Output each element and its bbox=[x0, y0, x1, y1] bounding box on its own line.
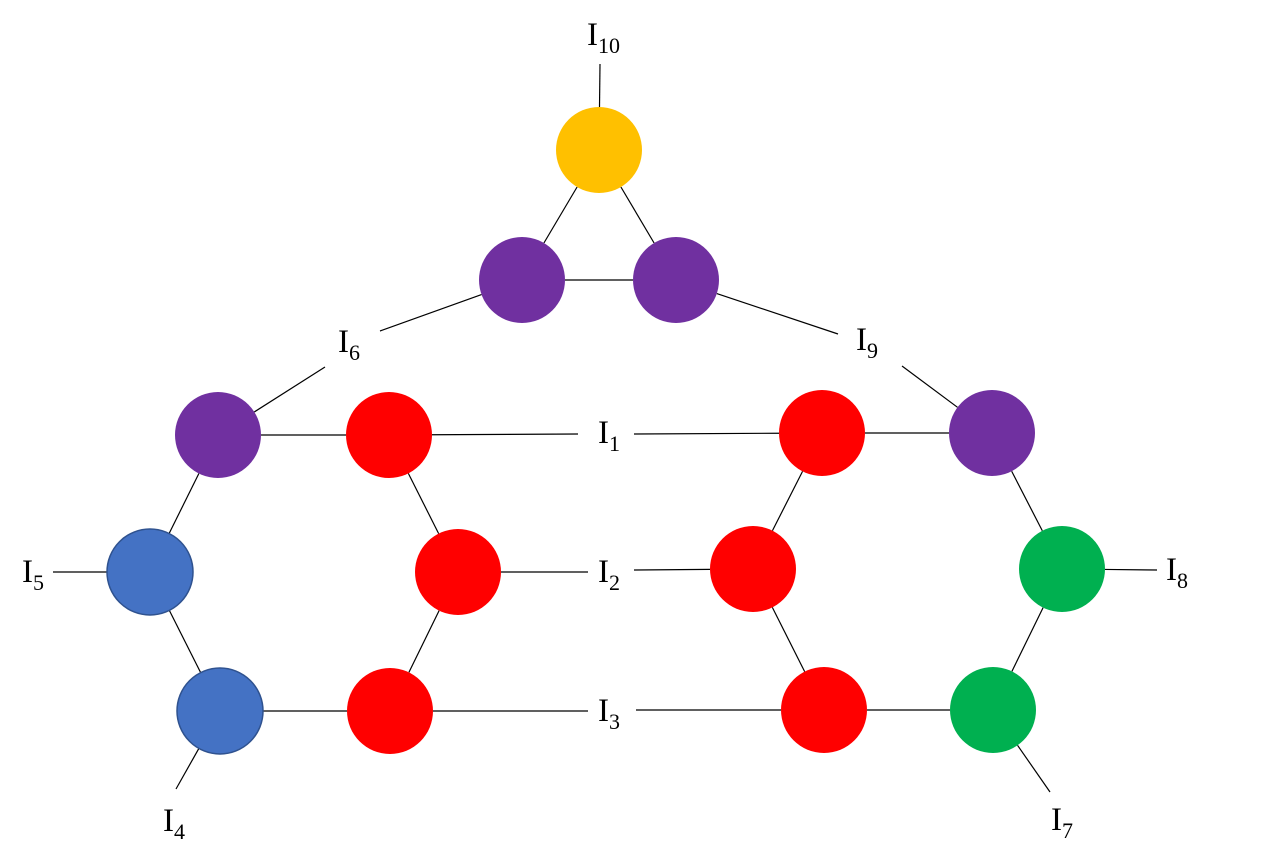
label-i9-subscript: 9 bbox=[867, 338, 878, 363]
label-i3-main: I bbox=[598, 693, 609, 729]
label-i4-main: I bbox=[163, 803, 174, 839]
node-right-bot-left bbox=[781, 667, 867, 753]
node-left-bot-left bbox=[176, 667, 264, 755]
label-i6-main: I bbox=[338, 324, 349, 360]
node-tri-right bbox=[633, 237, 719, 323]
label-i1-main: I bbox=[598, 415, 609, 451]
node-left-top-right bbox=[346, 392, 432, 478]
edge-i1-right-top-left bbox=[633, 432, 780, 435]
label-i7-subscript: 7 bbox=[1062, 818, 1073, 843]
edge-right-top-right-right-mid-right bbox=[1011, 470, 1043, 532]
edge-i6-left-top-left bbox=[253, 366, 326, 413]
node-left-bot-right bbox=[347, 668, 433, 754]
node-left-mid-right bbox=[415, 529, 501, 615]
edge-i9-tri-right bbox=[716, 293, 839, 335]
label-i1: I1 bbox=[598, 415, 620, 456]
label-i3-subscript: 3 bbox=[609, 709, 620, 734]
label-i5-subscript: 5 bbox=[33, 570, 44, 595]
label-i6: I6 bbox=[338, 324, 360, 365]
edge-i4-left-bot-left bbox=[175, 748, 200, 790]
label-i8: I8 bbox=[1166, 552, 1188, 593]
label-i10: I10 bbox=[587, 17, 620, 58]
edge-i9-right-top-right bbox=[901, 365, 958, 408]
edge-left-bot-left-left-mid-left bbox=[168, 610, 202, 673]
edge-top-tri-right bbox=[620, 186, 655, 244]
label-i2: I2 bbox=[598, 554, 620, 595]
label-i5: I5 bbox=[22, 554, 44, 595]
node-left-mid-left bbox=[106, 528, 194, 616]
edge-left-mid-right-left-bot-right bbox=[408, 610, 440, 673]
node-right-bot-right bbox=[950, 667, 1036, 753]
label-i4-subscript: 4 bbox=[174, 819, 185, 844]
edge-i8-right-mid-right bbox=[1104, 568, 1158, 571]
edge-i7-right-bot-right bbox=[1017, 744, 1051, 793]
label-i7: I7 bbox=[1051, 802, 1073, 843]
label-i2-subscript: 2 bbox=[609, 570, 620, 595]
label-i8-main: I bbox=[1166, 552, 1177, 588]
label-i8-subscript: 8 bbox=[1177, 568, 1188, 593]
edge-layer bbox=[53, 63, 1158, 793]
label-i10-subscript: 10 bbox=[598, 33, 620, 58]
label-i3: I3 bbox=[598, 693, 620, 734]
label-i1-subscript: 1 bbox=[609, 431, 620, 456]
node-top bbox=[556, 107, 642, 193]
edge-i6-tri-left bbox=[379, 293, 482, 332]
label-i6-subscript: 6 bbox=[349, 340, 360, 365]
edge-i2-right-mid-left bbox=[633, 568, 711, 571]
edge-i1-left-top-right bbox=[431, 433, 579, 436]
edge-top-tri-left bbox=[543, 186, 578, 244]
node-left-top-left bbox=[175, 392, 261, 478]
node-right-mid-right bbox=[1019, 526, 1105, 612]
edge-i10-top bbox=[598, 63, 601, 108]
edge-right-mid-left-right-top-left bbox=[771, 471, 804, 531]
edge-right-mid-right-right-bot-right bbox=[1011, 607, 1044, 672]
label-i7-main: I bbox=[1051, 802, 1062, 838]
label-i10-main: I bbox=[587, 17, 598, 53]
node-tri-left bbox=[479, 237, 565, 323]
edge-right-bot-left-right-mid-left bbox=[771, 607, 806, 672]
label-i9: I9 bbox=[856, 322, 878, 363]
label-i5-main: I bbox=[22, 554, 33, 590]
node-layer bbox=[106, 107, 1105, 755]
edge-left-top-right-left-mid-right bbox=[407, 473, 440, 534]
node-right-mid-left bbox=[710, 526, 796, 612]
node-right-top-right bbox=[949, 390, 1035, 476]
label-i4: I4 bbox=[163, 803, 185, 844]
label-i9-main: I bbox=[856, 322, 867, 358]
edge-left-mid-left-left-top-left bbox=[168, 473, 200, 534]
node-right-top-left bbox=[779, 390, 865, 476]
label-i2-main: I bbox=[598, 554, 609, 590]
